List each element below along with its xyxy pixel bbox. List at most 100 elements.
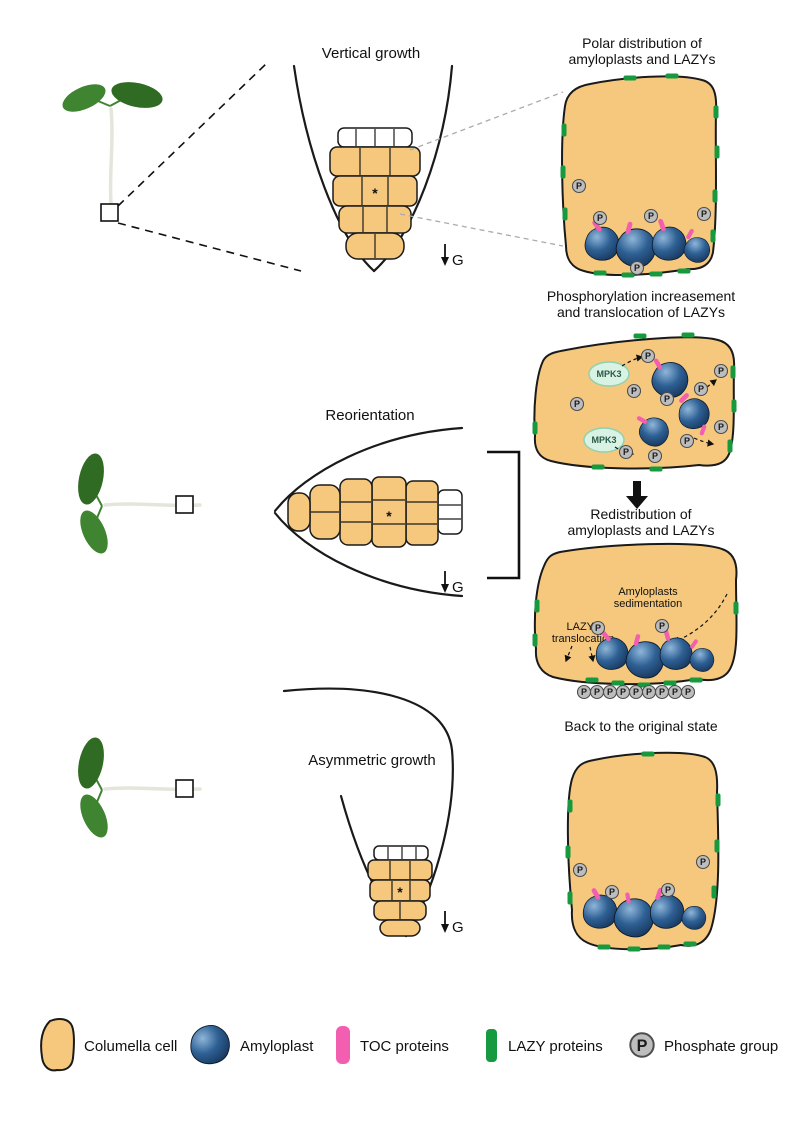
cell-title-line: amyloplasts and LAZYs [567,522,714,538]
dashed-arrow [706,379,717,388]
cell-dividers [355,129,395,146]
columella-tier [338,205,412,234]
lazy-protein-icon [663,680,677,686]
columella-cell-redistribution: Amyloplasts sedimentation LAZYs transloc… [532,542,739,700]
lazy-protein-icon [565,845,571,859]
gravity-label: G [452,919,464,936]
gravity-arrowhead-icon [441,584,449,593]
phosphate-icon [659,391,675,407]
cell-title-line: and translocation of LAZYs [557,304,725,320]
phosphate-icon [680,684,696,700]
zoom-box [100,203,119,222]
cell-dividers [362,207,388,232]
panel-title-asymmetric: Asymmetric growth [308,752,436,769]
asterisk-label: * [372,185,378,201]
legend-item: Columella cell [40,1017,177,1072]
legend-label: LAZY proteins [508,1038,603,1055]
legend-swatch-columella-cell [40,1017,75,1072]
zoom-guide-line [117,62,268,207]
columella-cell-polar [560,73,720,278]
phosphate-icon [654,684,670,700]
legend: Columella cell Amyloplast TOC proteins L… [40,1017,778,1072]
lazy-protein-icon [681,332,695,338]
lazy-protein-icon [677,268,691,274]
gravity-label: G [452,579,464,596]
columella-tier [287,492,311,532]
gravity-label: G [452,252,464,269]
lazy-protein-icon [730,365,736,379]
phosphate-icon [643,208,659,224]
lazy-protein-icon [710,229,716,243]
phosphate-icon [572,862,588,878]
lazy-protein-icon [689,677,703,683]
lazy-protein-icon [567,799,573,813]
lazy-protein-icon [712,189,718,203]
zoom-box [175,779,194,798]
dashed-arrow [564,645,573,663]
legend-label: Columella cell [84,1038,177,1055]
legend-item: TOC proteins [336,1026,449,1064]
lazy-protein-icon [593,270,607,276]
cell-title-line: Phosphorylation increasement [547,288,735,304]
legend-swatch-phosphate-group [629,1032,655,1058]
root-outline [282,687,454,938]
lazy-protein-icon [534,599,540,613]
cell-dividers [359,148,391,175]
legend-item: LAZY proteins [486,1029,603,1062]
row-vertical-growth: Vertical growth * G Polar distribution o… [56,35,720,278]
dashed-arrow [588,646,596,663]
phosphate-icon [628,684,644,700]
annotation-line: translocation [552,633,614,645]
annotation-line: sedimentation [614,598,683,610]
asterisk-label: * [397,884,403,900]
legend-swatch-toc-proteins [336,1026,350,1064]
phosphate-icon [604,884,620,900]
connector-line [399,213,564,247]
phosphate-icon [618,444,634,460]
panel-title-reorientation: Reorientation [325,407,414,424]
phosphate-icon [713,363,729,379]
root-tip-horizontal: * [273,426,464,598]
phosphate-icon [615,684,631,700]
lazy-protein-icon [641,751,655,757]
root-tip-vertical: * [292,64,454,273]
legend-label: TOC proteins [360,1038,449,1055]
lazy-protein-icon [657,944,671,950]
lazy-protein-icon [649,271,663,277]
lazy-protein-icon [727,439,733,453]
phosphate-icon [679,433,695,449]
cell-title-line: amyloplasts and LAZYs [568,51,715,67]
cell-title-line: Redistribution of [590,506,691,522]
dashed-arrow [614,446,635,457]
columella-tier [329,146,421,177]
zoom-guide-line [117,222,302,272]
lazy-protein-icon [532,421,538,435]
dashed-arrow [693,437,715,447]
cell-dividers [341,501,371,523]
down-arrow-icon [626,481,648,509]
cell-dividers [361,177,389,205]
columella-cell-original [565,751,721,952]
root-outline [273,511,464,598]
columella-tier [367,859,433,881]
columella-tier [379,919,421,937]
cell-dividers [391,881,411,900]
annotation-line: Amyloplasts [618,586,678,598]
lazy-protein-icon [665,73,679,79]
legend-label: Amyloplast [240,1038,314,1055]
lazy-protein-icon [597,944,611,950]
phosphate-icon [569,396,585,412]
cell-dividers [407,501,437,525]
row-asymmetric-growth: Asymmetric growth * G Back to the origin… [72,687,721,952]
phosphate-icon [654,618,670,634]
lazy-protein-icon [713,105,719,119]
cell-title: Back to the original state [564,718,718,734]
phosphate-icon [695,854,711,870]
asterisk-label: * [386,508,392,524]
lazy-protein-icon [711,885,717,899]
phosphate-icon [667,684,683,700]
phosphate-icon [693,381,709,397]
lazy-protein-icon [683,941,697,947]
